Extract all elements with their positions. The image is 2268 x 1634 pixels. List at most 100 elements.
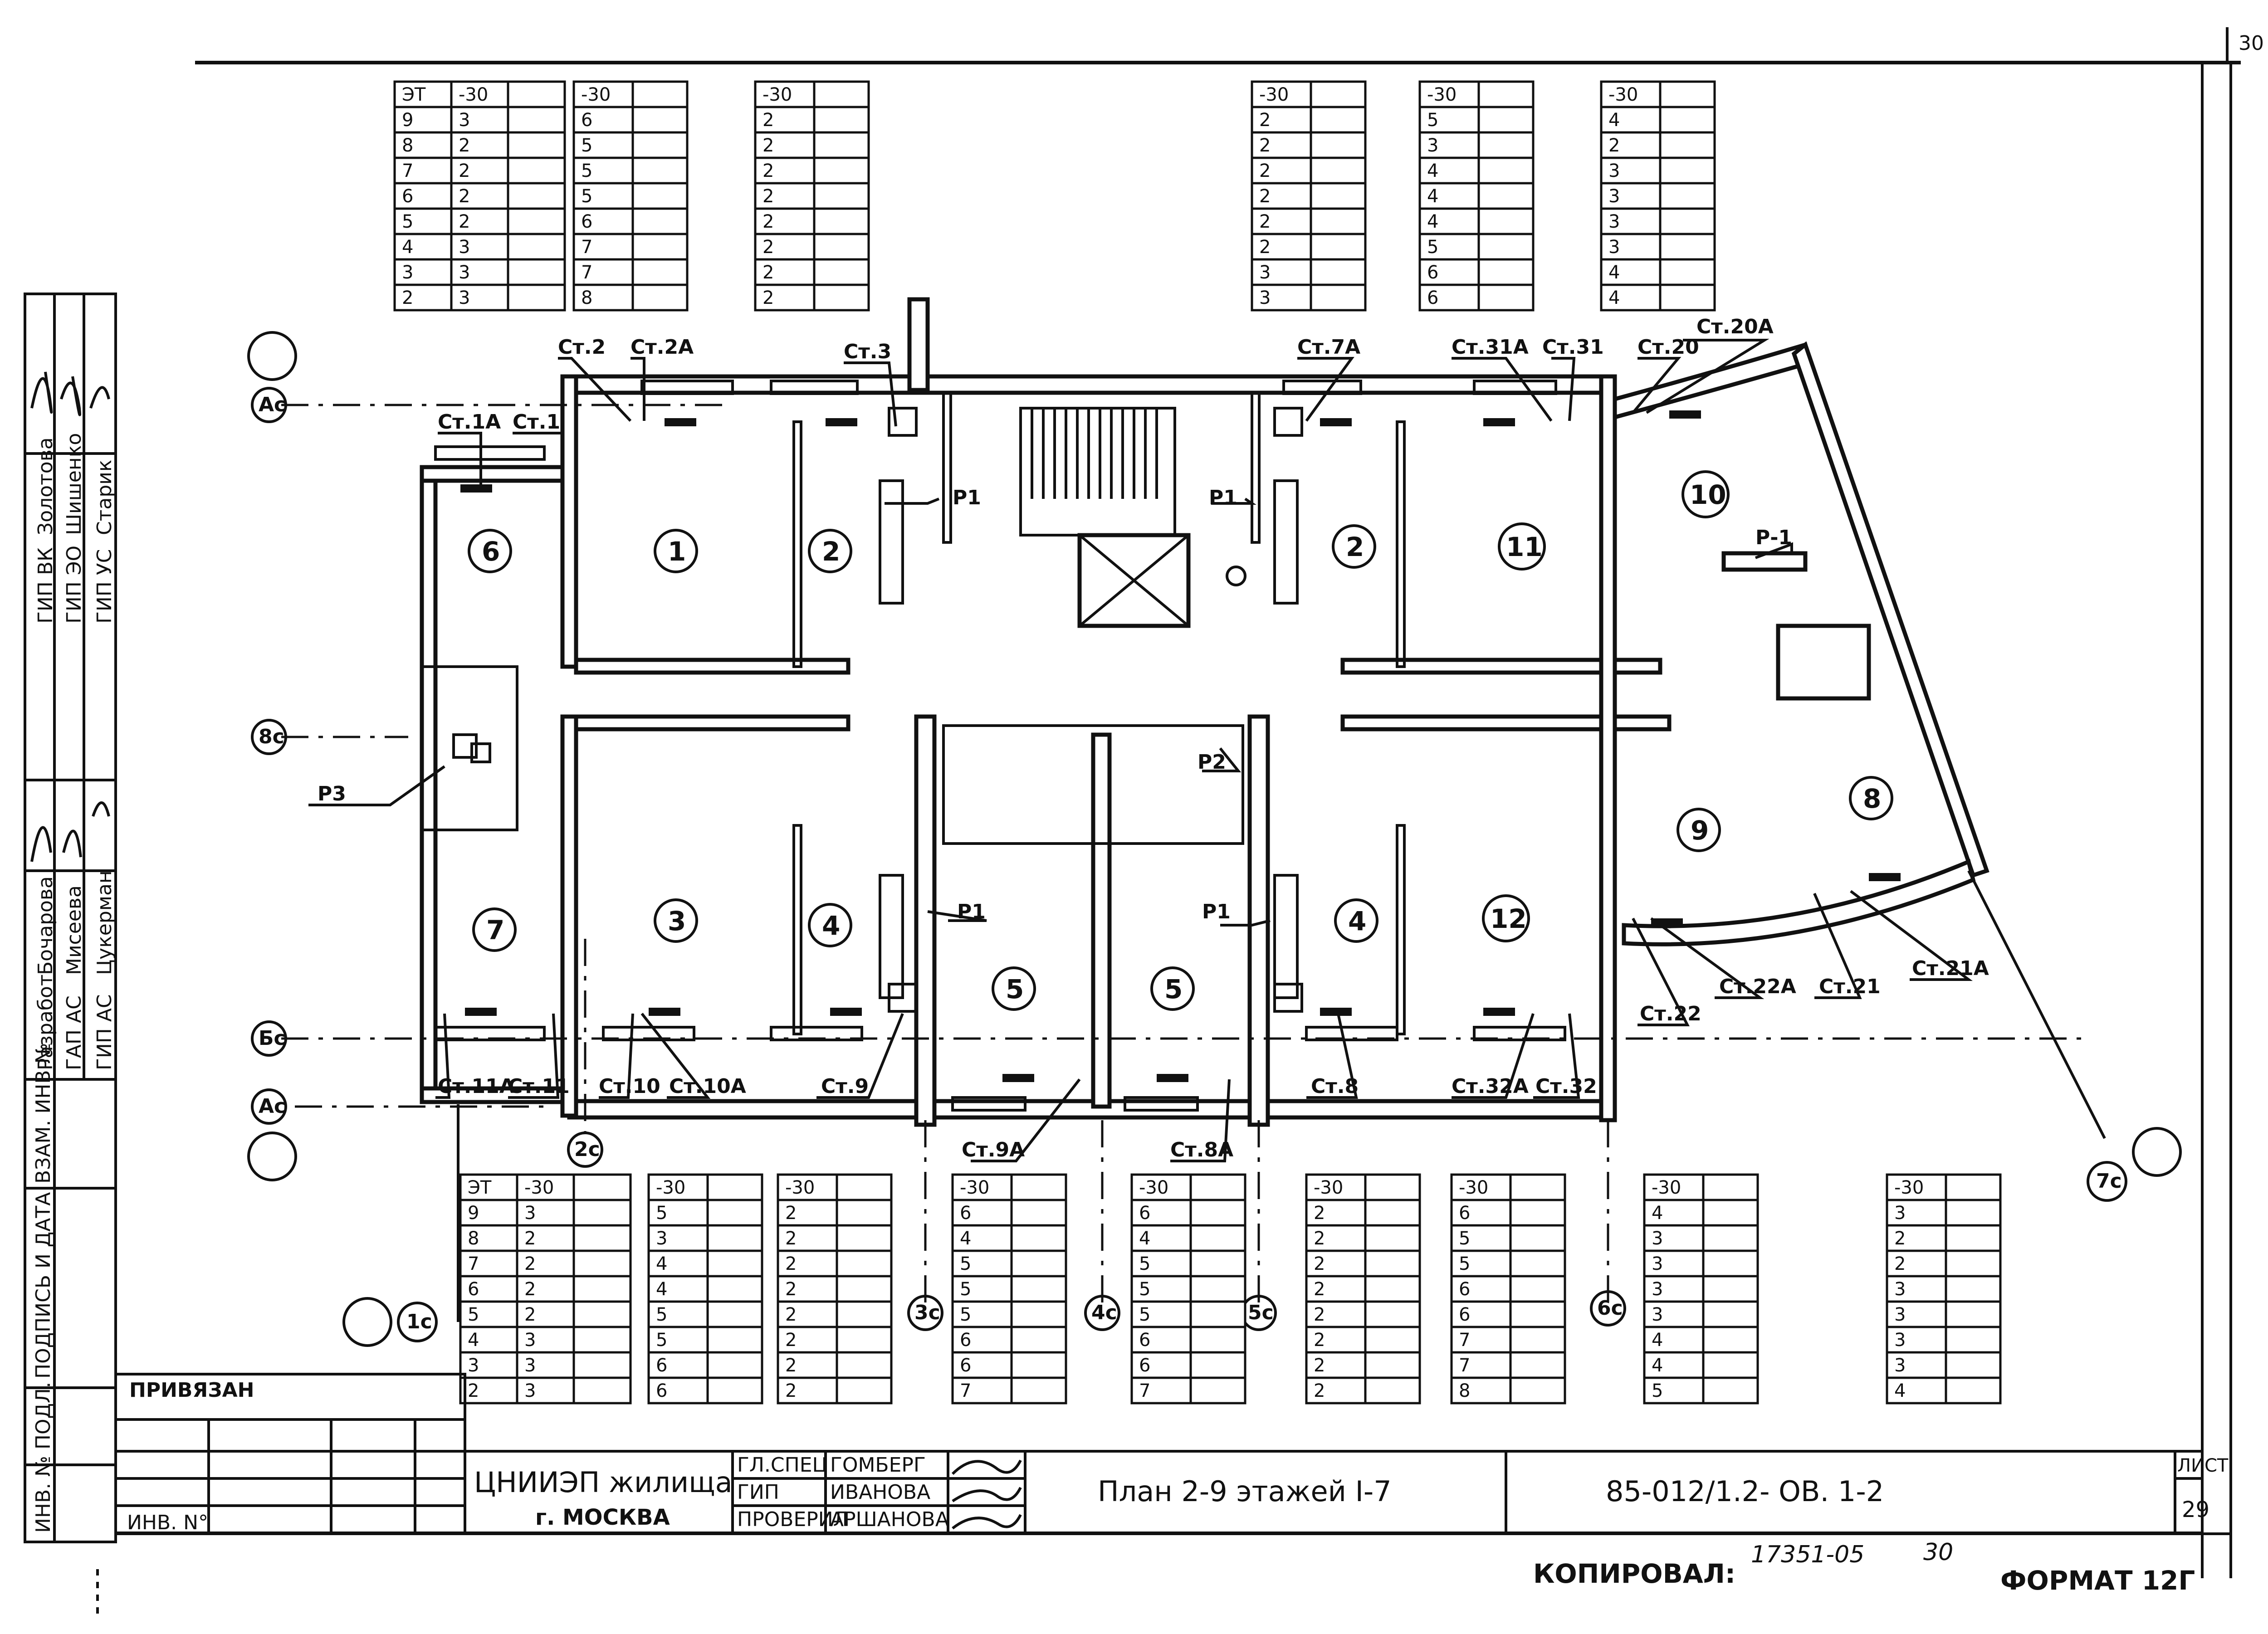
sidebar-name-3: Старик [93, 460, 116, 535]
axis-label-2s: 2с [574, 1138, 600, 1161]
sidebar-role-6: ГИП АС [93, 994, 116, 1070]
copy-label: КОПИРОВАЛ: [1533, 1558, 1735, 1589]
leader-label-p2: Р2 [1198, 751, 1226, 774]
sidebar-signature-block [24, 293, 117, 1543]
sidebar-name-1: Золотова [34, 437, 57, 535]
riser-label-st8: Ст.8 [1311, 1075, 1359, 1098]
bottom-table-t7-r1-c0: 6 [1459, 1203, 1470, 1224]
axis-label-5s: 5с [1248, 1301, 1274, 1324]
riser-label-st20: Ст.20 [1637, 336, 1699, 359]
top-table-t6-r4-c0: 3 [1608, 186, 1620, 207]
bottom-table-t3-r0-c0: -30 [785, 1177, 815, 1198]
bottom-table-t1-r2-c1: 2 [524, 1228, 536, 1249]
room-4-left: 4 [822, 910, 840, 941]
bottom-table-t2-r8-c0: 6 [656, 1380, 667, 1401]
bottom-table-t4-r8-c0: 7 [960, 1380, 971, 1401]
top-table-t6-r3-c0: 3 [1608, 161, 1620, 181]
riser-label-st2: Ст.2 [558, 336, 606, 359]
riser-label-st20a: Ст.20А [1696, 315, 1774, 338]
axis-label-as-top: Ас [259, 393, 286, 416]
riser-label-st21: Ст.21 [1819, 975, 1881, 998]
bottom-table-t6-r8-c0: 2 [1314, 1380, 1325, 1401]
room-2-left: 2 [822, 536, 840, 567]
riser-label-st9: Ст.9 [821, 1075, 869, 1098]
bottom-table-t1-r1-c0: 9 [468, 1203, 479, 1224]
bottom-table-t2-r6-c0: 5 [656, 1330, 667, 1351]
top-table-t5-r8-c0: 6 [1427, 288, 1438, 308]
top-table-t6-r7-c0: 4 [1608, 262, 1620, 283]
sidebar-role-2: ГИП ЭО [63, 546, 86, 624]
bottom-table-t1-r8-c0: 2 [468, 1380, 479, 1401]
top-table-t1-r6-c0: 4 [402, 237, 413, 258]
riser-label-st10a: Ст.10А [669, 1075, 746, 1098]
top-table-t4-r1-c0: 2 [1259, 110, 1271, 131]
bottom-table-t8-r1-c0: 4 [1652, 1203, 1663, 1224]
bottom-table-t9-r4-c0: 3 [1894, 1279, 1906, 1300]
sidebar-role-1: ГИП ВК [34, 547, 57, 624]
role-gip: ГИП [737, 1481, 779, 1504]
name-gip: ИВАНОВА [830, 1481, 930, 1504]
bottom-table-t1-r4-c1: 2 [524, 1279, 536, 1300]
bottom-table-t1-r3-c0: 7 [468, 1254, 479, 1274]
room-4-right: 4 [1348, 906, 1366, 937]
bottom-table-t1-r2-c0: 8 [468, 1228, 479, 1249]
top-table-t1-r8-c0: 2 [402, 288, 413, 308]
bottom-table-t9-r0-c0: -30 [1894, 1177, 1924, 1198]
room-markers: 1 2 2 3 4 4 5 5 6 7 8 9 10 11 12 [468, 470, 1893, 1011]
axis-label-1s: 1с [406, 1310, 432, 1333]
riser-label-st11a: Ст.11А [438, 1075, 515, 1098]
bottom-table-t2-r3-c0: 4 [656, 1254, 667, 1274]
leader-label-p1-bottom-right: Р1 [1202, 900, 1231, 923]
top-table-t1-r0-c1: -30 [459, 84, 488, 105]
top-table-t1-r3-c0: 7 [402, 161, 413, 181]
name-chief: ГОМБЕРГ [830, 1454, 926, 1477]
bottom-table-t7-r4-c0: 6 [1459, 1279, 1470, 1300]
bottom-table-t1-r4-c0: 6 [468, 1279, 479, 1300]
top-table-t5-r6-c0: 5 [1427, 237, 1438, 258]
riser-label-st11: Ст.11 [508, 1075, 570, 1098]
sidebar-rows: ГИП ВК Золотова ГИП ЭО Шишенко ГИП УС Ст… [32, 433, 116, 1533]
top-table-t1-r1-c0: 9 [402, 110, 413, 131]
riser-label-st9a: Ст.9А [962, 1138, 1025, 1161]
sheet-label: ЛИСТ [2177, 1455, 2229, 1476]
riser-label-st3: Ст.3 [844, 340, 891, 363]
bottom-table-t6-r6-c0: 2 [1314, 1330, 1325, 1351]
sidebar-label-inv: ИНВ. № ПОДЛ. [32, 1382, 55, 1533]
bottom-table-t4-r7-c0: 6 [960, 1355, 971, 1376]
bottom-table-t9-r8-c0: 4 [1894, 1380, 1906, 1401]
axis-label-7s: 7с [2096, 1170, 2122, 1193]
bottom-table-t8-r6-c0: 4 [1652, 1330, 1663, 1351]
top-table-t3-r2-c0: 2 [763, 135, 774, 156]
top-table-t6-r0-c0: -30 [1608, 84, 1638, 105]
leader-label-p3: Р3 [318, 782, 346, 805]
axis-label-6s: 6с [1597, 1297, 1623, 1320]
top-table-t2-r5-c0: 6 [581, 211, 592, 232]
leader-label-p1-top-right: Р1 [1209, 486, 1237, 509]
bottom-table-t8-r7-c0: 4 [1652, 1355, 1663, 1376]
bottom-table-t7-r2-c0: 5 [1459, 1228, 1470, 1249]
top-table-t6-r2-c0: 2 [1608, 135, 1620, 156]
signature-gip [952, 1487, 1022, 1502]
top-table-t2-r1-c0: 6 [581, 110, 592, 131]
bottom-table-t8-r8-c0: 5 [1652, 1380, 1663, 1401]
top-table-t1-r3-c1: 2 [459, 161, 470, 181]
bottom-table-t6-r4-c0: 2 [1314, 1279, 1325, 1300]
bottom-table-t1-r7-c1: 3 [524, 1355, 536, 1376]
top-table-t2-r7-c0: 7 [581, 262, 592, 283]
riser-label-st32: Ст.32 [1535, 1075, 1597, 1098]
bottom-table-t5-r0-c0: -30 [1139, 1177, 1168, 1198]
axis-label-3s: 3с [914, 1301, 940, 1324]
sheet-footer: КОПИРОВАЛ: ФОРМАТ 12Г 17351-05 30 [96, 1539, 2195, 1614]
riser-label-st8a: Ст.8А [1170, 1138, 1233, 1161]
room-12: 12 [1490, 903, 1527, 934]
name-checked: АРШАНОВА [830, 1508, 949, 1531]
bottom-table-t5-r1-c0: 6 [1139, 1203, 1150, 1224]
room-9: 9 [1691, 815, 1709, 846]
riser-label-st1a: Ст.1А [438, 410, 501, 434]
top-table-t4-r2-c0: 2 [1259, 135, 1271, 156]
bottom-table-t9-r6-c0: 3 [1894, 1330, 1906, 1351]
bottom-table-t5-r8-c0: 7 [1139, 1380, 1150, 1401]
sidebar-label-signature: ПОДПИСЬ И ДАТА [32, 1192, 55, 1379]
top-table-t5-r2-c0: 3 [1427, 135, 1438, 156]
